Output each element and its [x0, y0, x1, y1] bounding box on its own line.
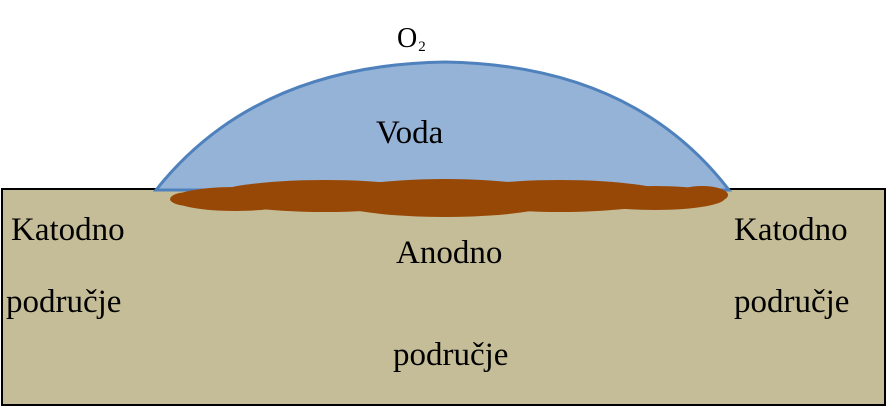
- water-label: Voda: [376, 115, 444, 151]
- anodic-label-line2: područje: [393, 337, 509, 373]
- right-cathodic-label-line1: Katodno: [734, 212, 848, 248]
- rust-layer: [170, 179, 728, 217]
- oxygen-subscript: 2: [418, 39, 426, 55]
- oxygen-formula: O2: [397, 22, 426, 64]
- left-cathodic-label-line1: Katodno: [11, 212, 125, 248]
- rust-blob: [676, 186, 728, 204]
- metal-block: [1, 188, 886, 406]
- oxygen-symbol: O: [397, 23, 418, 54]
- rust-blob: [170, 192, 210, 206]
- left-cathodic-label-line2: područje: [6, 284, 122, 320]
- anodic-label-line1: Anodno: [396, 235, 503, 271]
- right-cathodic-label-line2: područje: [734, 284, 850, 320]
- water-droplet: [152, 60, 733, 192]
